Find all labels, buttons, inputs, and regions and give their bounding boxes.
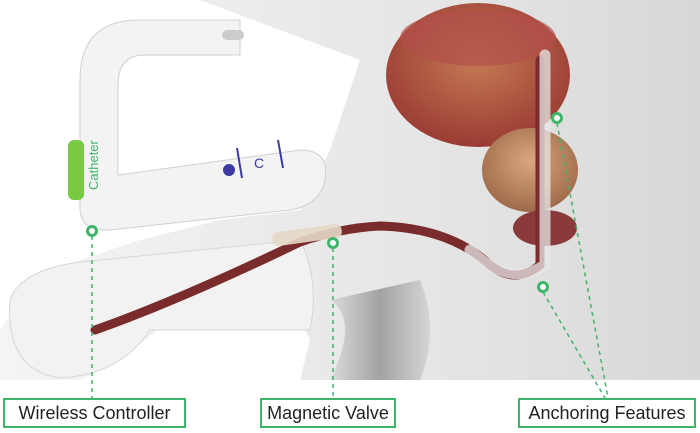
magnetic-valve bbox=[272, 223, 342, 247]
wireless-controller: C Catheter bbox=[68, 19, 327, 231]
svg-text:C: C bbox=[254, 155, 264, 171]
label-magnetic-valve: Magnetic Valve bbox=[260, 398, 396, 428]
prostate bbox=[482, 128, 578, 212]
leg-shadow bbox=[330, 280, 430, 380]
device-logo: Catheter bbox=[86, 139, 101, 190]
label-anchoring-features: Anchoring Features bbox=[518, 398, 696, 428]
marker-dots bbox=[86, 112, 563, 293]
label-wireless-controller: Wireless Controller bbox=[3, 398, 186, 428]
green-grip bbox=[68, 140, 84, 200]
button-1 bbox=[223, 164, 235, 176]
leader-lines bbox=[91, 122, 609, 399]
